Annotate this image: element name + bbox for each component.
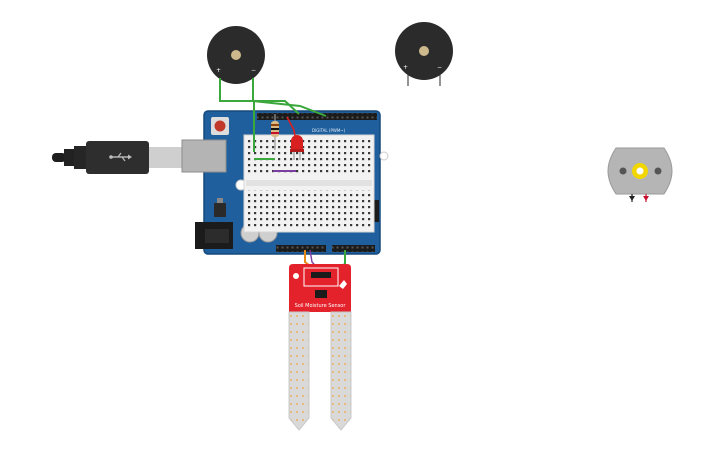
sensor-pin-header[interactable]: [311, 272, 331, 278]
mini-breadboard[interactable]: [243, 134, 375, 233]
wires: [219, 78, 346, 274]
sensor-header-outline: [303, 267, 339, 287]
sensor-mount-hole: [293, 273, 299, 279]
digital-header[interactable]: [257, 113, 377, 120]
piezo-buzzer-2[interactable]: + −: [395, 22, 453, 86]
led-rim: [290, 149, 304, 152]
arduino-uno[interactable]: DIGITAL (PWM~): [181, 110, 389, 255]
resistor-band-2: [271, 128, 279, 130]
resistor-band-1: [271, 124, 279, 126]
soil-moisture-sensor[interactable]: Soil Moisture Sensor: [288, 264, 352, 431]
sensor-probe-left: [288, 311, 310, 431]
buzzer-1-center: [231, 50, 241, 60]
sensor-label: Soil Moisture Sensor: [295, 303, 347, 309]
breadboard-top-rows[interactable]: [248, 139, 371, 176]
usb-cable-strain: [64, 149, 76, 166]
mounting-hole-right: [379, 151, 389, 161]
regulator-tab: [217, 198, 223, 203]
dc-jack-inner: [205, 229, 229, 243]
usb-cable[interactable]: [52, 141, 182, 174]
motor-screw-left: [619, 167, 627, 175]
resistor-band-3: [271, 132, 279, 134]
digital-header-label: DIGITAL (PWM~): [312, 128, 346, 133]
breadboard-channel: [246, 180, 372, 186]
usb-plug-metal: [149, 147, 182, 168]
motor-terminal-black[interactable]: [629, 196, 635, 201]
analog-header[interactable]: [332, 245, 375, 252]
piezo-buzzer-1[interactable]: + −: [207, 26, 265, 100]
buzzer-2-center: [419, 46, 429, 56]
resistor[interactable]: [271, 114, 279, 150]
icsp-header: [372, 200, 379, 222]
wire-green-buzzer1-to-pin[interactable]: [252, 78, 327, 117]
motor-terminal-red[interactable]: [643, 196, 649, 201]
power-header[interactable]: [276, 245, 326, 252]
buzzer-2-minus-label: −: [437, 64, 442, 71]
sensor-probe-right: [330, 311, 352, 431]
dc-motor[interactable]: [607, 147, 673, 202]
buzzer-2-plus-label: +: [403, 64, 408, 71]
buzzer-1-plus-label: +: [216, 67, 221, 74]
usb-cable-end: [52, 153, 66, 162]
breadboard-bottom-rows[interactable]: [248, 190, 371, 228]
reset-button[interactable]: [214, 120, 226, 132]
buzzer-1-minus-label: −: [251, 67, 256, 74]
usb-cable-collar: [74, 146, 86, 169]
red-led[interactable]: [290, 135, 304, 160]
motor-screw-right: [654, 167, 662, 175]
sensor-chip: [315, 290, 327, 298]
voltage-regulator: [214, 203, 226, 217]
usb-b-port: [181, 139, 227, 173]
wire-red-led[interactable]: [286, 116, 297, 144]
usb-symbol-icon: [109, 152, 132, 162]
motor-shaft: [636, 167, 644, 175]
sparkfun-logo-icon: [339, 280, 347, 289]
led-body: [291, 135, 303, 150]
